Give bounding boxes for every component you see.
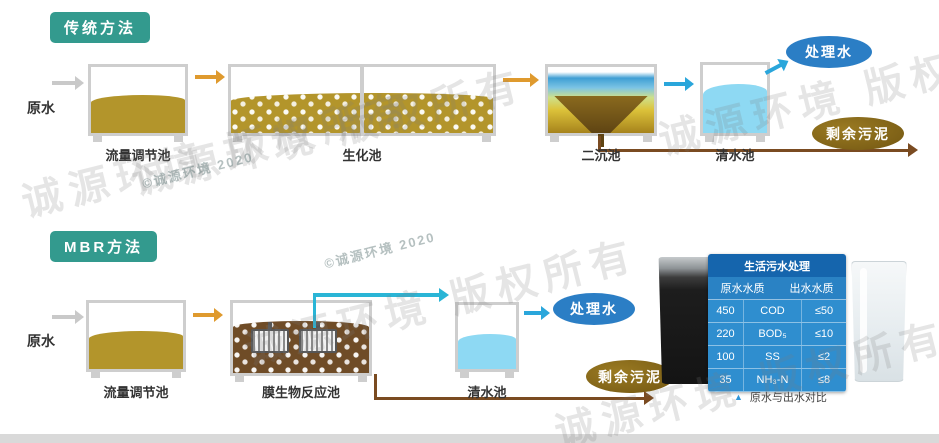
raw-water-label: 原水 bbox=[27, 100, 55, 116]
col-header-out-quality: 出水水质 bbox=[789, 283, 834, 295]
watermark-text: 诚源环境 版权所有 bbox=[654, 23, 939, 164]
comparison-caption: ▲ 原水与出水对比 bbox=[734, 389, 827, 405]
table-row: 35 NH₃-N ≤8 bbox=[708, 369, 846, 392]
sludge-drain-pipe bbox=[598, 134, 604, 147]
flow-arrow bbox=[664, 77, 694, 91]
table-header-row: 原水水质 出水水质 bbox=[708, 277, 846, 300]
cell-raw-value: 35 bbox=[708, 369, 744, 391]
cell-parameter: NH₃-N bbox=[744, 369, 802, 391]
permeate-pipe-vertical bbox=[313, 294, 316, 328]
raw-water-glass bbox=[658, 257, 716, 384]
traditional-method-badge: 传统方法 bbox=[50, 12, 151, 43]
cell-parameter: BOD₅ bbox=[744, 323, 802, 345]
tank-divider-wall bbox=[360, 67, 364, 133]
cell-raw-value: 220 bbox=[708, 323, 744, 345]
secondary-sedimentation-tank bbox=[545, 64, 657, 147]
tank-liquid bbox=[89, 330, 183, 369]
flow-regulation-tank-label: 流量调节池 bbox=[103, 385, 169, 400]
table-row: 450 COD ≤50 bbox=[708, 300, 846, 323]
clear-water bbox=[458, 333, 516, 369]
biochemical-tank-label: 生化池 bbox=[342, 148, 382, 163]
biochemical-tank bbox=[228, 64, 496, 142]
membrane-bioreactor-tank bbox=[230, 300, 372, 382]
sludge-line-vertical bbox=[374, 374, 377, 400]
clear-water-tank bbox=[455, 302, 519, 378]
page-bottom-edge bbox=[0, 434, 939, 443]
treated-water-ellipse: 处理水 bbox=[553, 293, 635, 325]
raw-water-label: 原水 bbox=[27, 333, 55, 349]
flow-regulation-tank bbox=[88, 64, 188, 142]
water-quality-table: 生活污水处理 原水水质 出水水质 450 COD ≤50 220 BOD₅ ≤1… bbox=[708, 254, 846, 392]
col-header-raw-quality: 原水水质 bbox=[720, 283, 765, 295]
clear-water-tank-label: 清水池 bbox=[715, 148, 755, 163]
sludge-arrowhead bbox=[644, 391, 654, 405]
outlet-arrow bbox=[524, 306, 550, 320]
cell-out-value: ≤2 bbox=[817, 351, 831, 363]
clear-water-tank bbox=[700, 62, 770, 142]
flow-regulation-tank bbox=[86, 300, 186, 378]
excess-sludge-ellipse: 剩余污泥 bbox=[812, 117, 904, 150]
sludge-line-horizontal bbox=[598, 149, 910, 152]
flow-arrow bbox=[193, 308, 223, 322]
cell-raw-value: 100 bbox=[708, 346, 744, 368]
table-title: 生活污水处理 bbox=[708, 254, 846, 277]
membrane-module bbox=[299, 329, 337, 353]
clear-water-tank-label: 清水池 bbox=[467, 385, 507, 400]
table-row: 100 SS ≤2 bbox=[708, 346, 846, 369]
flow-regulation-tank-label: 流量调节池 bbox=[105, 148, 171, 163]
table-row: 220 BOD₅ ≤10 bbox=[708, 323, 846, 346]
raw-water-inlet-arrow bbox=[52, 76, 84, 90]
flow-arrow bbox=[195, 70, 225, 84]
caption-text: 原水与出水对比 bbox=[749, 392, 827, 404]
tank-liquid bbox=[91, 94, 185, 133]
raw-water-inlet-arrow bbox=[52, 310, 84, 324]
permeate-pipe-horizontal bbox=[313, 293, 439, 297]
membrane-module bbox=[251, 329, 289, 353]
membrane-bioreactor-tank-label: 膜生物反应池 bbox=[261, 385, 340, 400]
cell-raw-value: 450 bbox=[708, 300, 744, 322]
secondary-sedimentation-tank-label: 二沉池 bbox=[581, 148, 621, 163]
outlet-arrow bbox=[762, 55, 792, 80]
triangle-marker-icon: ▲ bbox=[734, 392, 743, 402]
mbr-method-badge: MBR方法 bbox=[50, 231, 158, 262]
cell-out-value: ≤50 bbox=[814, 305, 834, 317]
sludge-line-vertical bbox=[598, 136, 601, 151]
cell-out-value: ≤10 bbox=[814, 328, 834, 340]
watermark-copyright: ©诚源环境 2020 bbox=[322, 229, 438, 272]
sludge-line-horizontal bbox=[374, 397, 646, 400]
cell-parameter: SS bbox=[744, 346, 802, 368]
clear-water bbox=[703, 84, 767, 133]
permeate-arrowhead bbox=[439, 288, 449, 302]
sludge-arrowhead bbox=[908, 143, 918, 157]
treated-water-glass bbox=[851, 261, 907, 382]
cell-out-value: ≤8 bbox=[817, 374, 831, 386]
treated-water-ellipse: 处理水 bbox=[786, 36, 872, 68]
cell-parameter: COD bbox=[744, 300, 802, 322]
flow-arrow bbox=[503, 73, 539, 87]
excess-sludge-ellipse: 剩余污泥 bbox=[586, 360, 674, 393]
